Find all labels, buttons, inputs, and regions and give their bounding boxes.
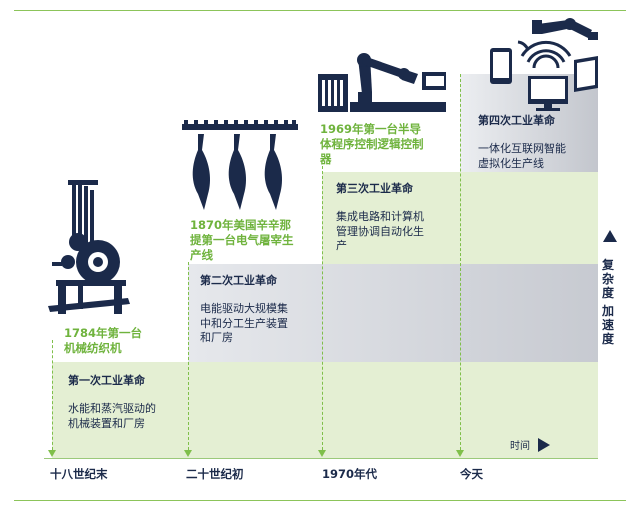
era-line-1: [52, 340, 53, 450]
era-line-4: [460, 74, 461, 450]
band-first-revolution: [52, 362, 598, 458]
loom-icon: [48, 180, 130, 314]
revolution-desc-4: 一体化互联网智能 虚拟化生产线: [478, 142, 566, 170]
time-baseline: [44, 458, 598, 459]
bottom-rule: [14, 500, 626, 501]
robot-arm-plc-icon: [318, 53, 446, 112]
top-rule: [14, 10, 626, 11]
era-line-3: [322, 166, 323, 450]
era-label-2: 二十世纪初: [186, 467, 244, 481]
revolution-title-2: 第二次工业革命: [200, 274, 277, 287]
era-label-3: 1970年代: [322, 467, 378, 481]
revolution-title-4: 第四次工业革命: [478, 114, 555, 127]
complexity-label: 复杂度: [601, 258, 614, 300]
era-label-1: 十八世纪末: [50, 467, 108, 481]
revolution-title-1: 第一次工业革命: [68, 374, 145, 387]
milestone-label-3: 1969年第一台半导 体程序控制逻辑控制 器: [320, 122, 424, 167]
speed-label: 加速度: [601, 304, 614, 346]
smart-devices-icon: [490, 18, 598, 111]
slaughter-line-icon: [182, 120, 298, 210]
time-arrow-icon: [538, 438, 550, 452]
era-arrow-3: [318, 450, 326, 457]
milestone-label-2: 1870年美国辛辛那 提第一台电气屠宰生 产线: [190, 218, 294, 263]
revolution-desc-3: 集成电路和计算机 管理协调自动化生 产: [336, 210, 424, 253]
revolution-title-3: 第三次工业革命: [336, 182, 413, 195]
revolution-desc-2: 电能驱动大规模集 中和分工生产装置 和厂房: [200, 302, 288, 345]
milestone-label-1: 1784年第一台 机械纺织机: [64, 326, 143, 356]
era-line-2: [188, 262, 189, 450]
era-label-4: 今天: [460, 467, 483, 481]
era-arrow-4: [456, 450, 464, 457]
revolution-desc-1: 水能和蒸汽驱动的 机械装置和厂房: [68, 402, 156, 430]
time-label: 时间: [510, 441, 530, 452]
band-second-revolution: [188, 264, 598, 362]
up-triangle-icon: [603, 230, 617, 242]
era-arrow-1: [48, 450, 56, 457]
era-arrow-2: [184, 450, 192, 457]
